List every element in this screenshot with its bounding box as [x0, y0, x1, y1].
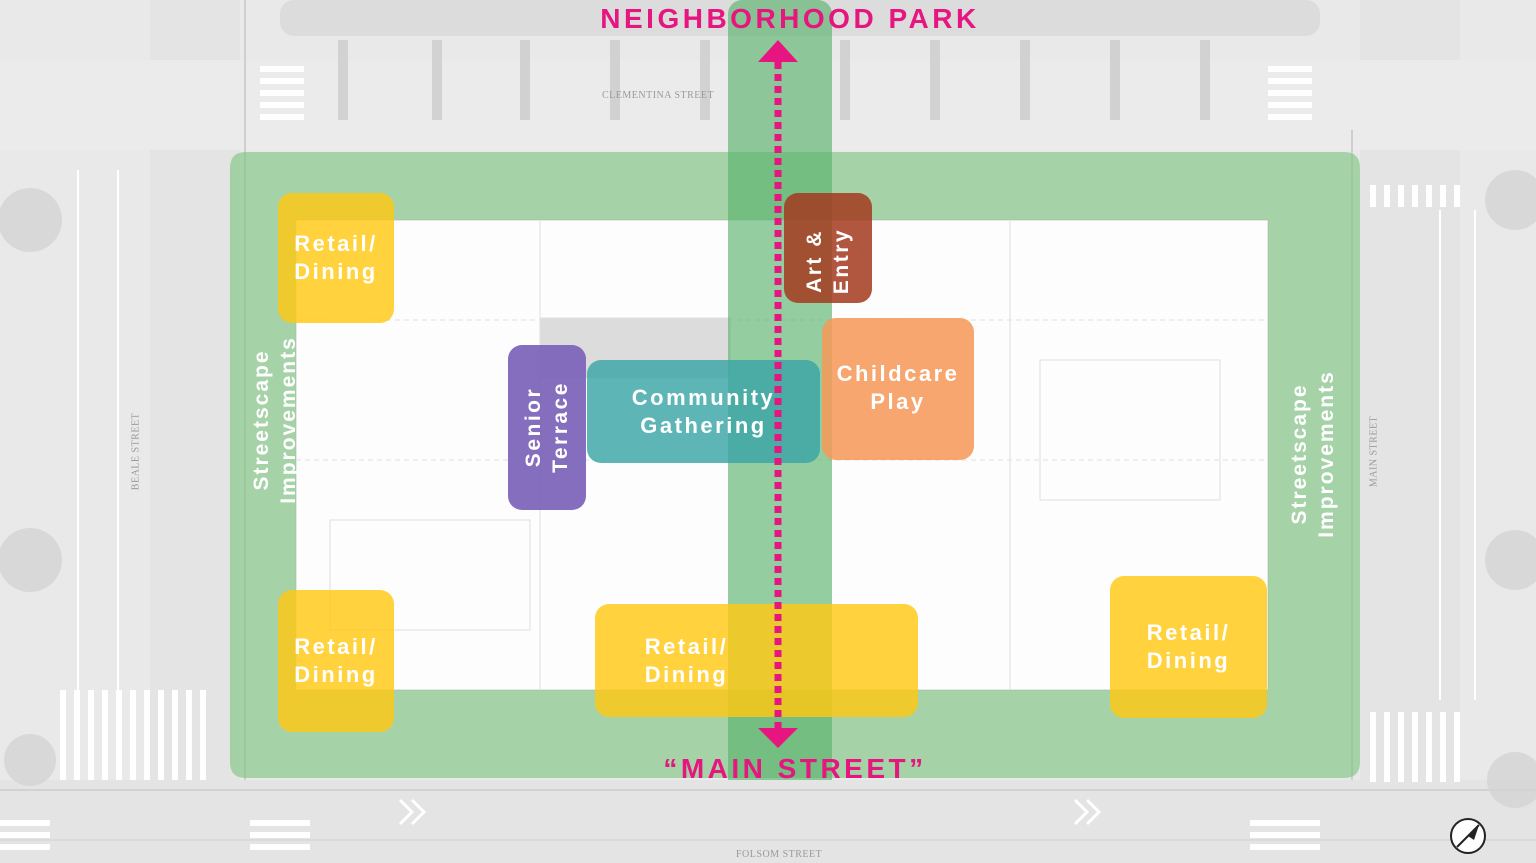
art-entry-zone [784, 193, 872, 303]
retail-dining-northwest-label: Retail/ Dining [294, 231, 378, 284]
retail-dining-south: Retail/ Dining [595, 604, 918, 717]
retail-dining-northwest: Retail/ Dining [278, 193, 394, 323]
community-gathering-label: Community Gathering [631, 384, 776, 438]
folsom-chevrons [398, 798, 1102, 826]
clementina-street-label: CLEMENTINA STREET [602, 90, 715, 101]
retail-dining-southwest: Retail/ Dining [278, 590, 394, 732]
retail-dining-southwest-label: Retail/ Dining [294, 634, 378, 687]
retail-dining-south-label: Retail/ Dining [644, 633, 729, 687]
crosswalks [0, 66, 1460, 850]
childcare-play-label: Childcare Play [836, 361, 960, 414]
park-trees [338, 40, 1210, 120]
folsom-street-label: FOLSOM STREET [736, 849, 823, 860]
street-trees [0, 170, 1536, 808]
neighborhood-park-heading: NEIGHBORHOOD PARK [600, 3, 980, 34]
main-street-heading: “MAIN STREET” [663, 753, 927, 784]
retail-dining-southeast: Retail/ Dining [1110, 576, 1267, 718]
childcare-play-zone: Childcare Play [822, 318, 974, 460]
north-arrow-icon [1450, 818, 1486, 854]
senior-terrace-zone [508, 345, 586, 510]
retail-dining-southeast-label: Retail/ Dining [1146, 620, 1231, 673]
